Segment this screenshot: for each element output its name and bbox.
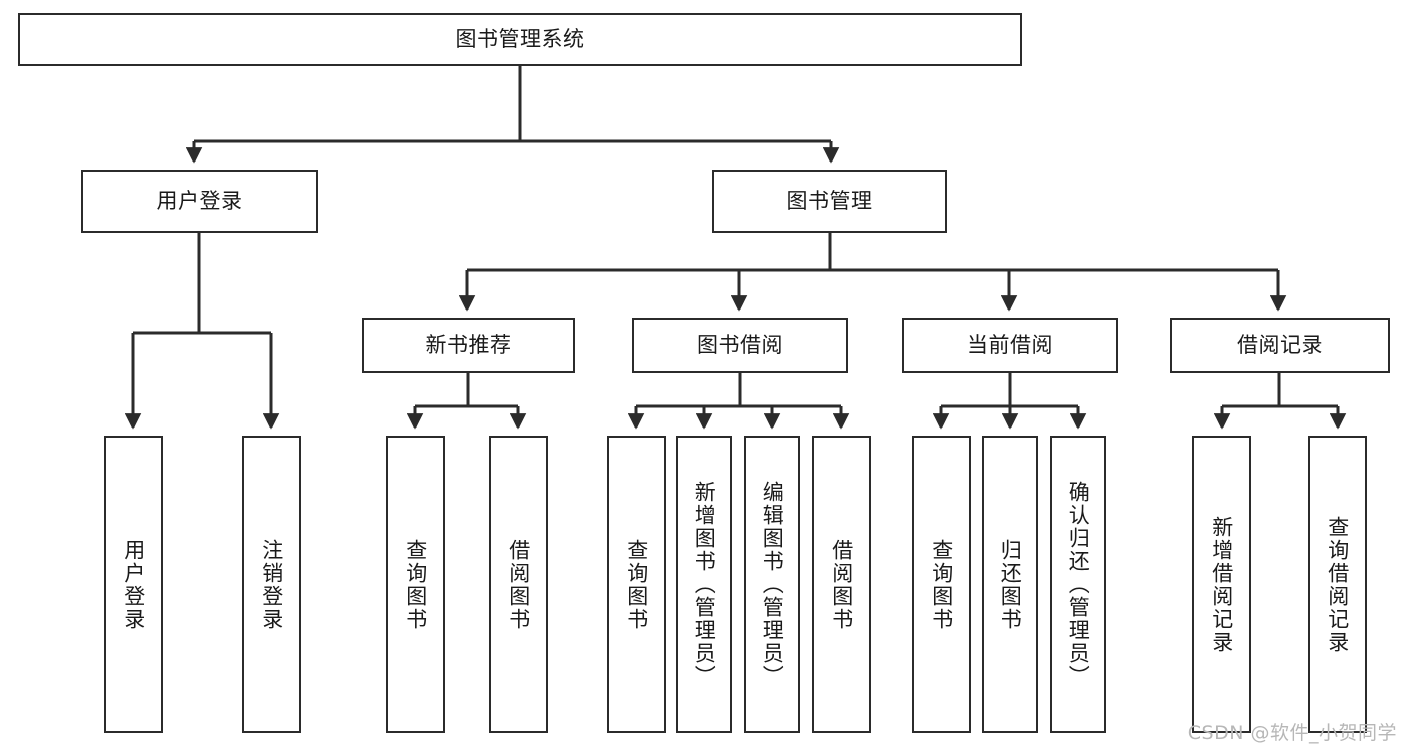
node-leaf-return-book-label: 归还图书 <box>998 538 1023 631</box>
node-leaf-query-book-3[interactable]: 查询图书 <box>912 436 971 733</box>
node-leaf-add-book[interactable]: 新增图书（管理员） <box>676 436 732 733</box>
node-leaf-user-login[interactable]: 用户登录 <box>104 436 163 733</box>
node-leaf-query-record[interactable]: 查询借阅记录 <box>1308 436 1367 733</box>
node-new-book-rec[interactable]: 新书推荐 <box>362 318 575 373</box>
node-book-manage-label: 图书管理 <box>786 189 873 214</box>
node-new-book-rec-label: 新书推荐 <box>425 333 512 358</box>
node-root-label: 图书管理系统 <box>455 27 585 52</box>
node-leaf-edit-book[interactable]: 编辑图书（管理员） <box>744 436 800 733</box>
node-book-borrow[interactable]: 图书借阅 <box>632 318 848 373</box>
node-leaf-return-book[interactable]: 归还图书 <box>982 436 1038 733</box>
node-leaf-user-logout[interactable]: 注销登录 <box>242 436 301 733</box>
node-borrow-record-label: 借阅记录 <box>1237 333 1323 358</box>
node-leaf-query-book-2-label: 查询图书 <box>624 538 649 631</box>
node-leaf-query-book-3-label: 查询图书 <box>929 538 954 631</box>
node-user-login[interactable]: 用户登录 <box>81 170 318 233</box>
node-book-manage[interactable]: 图书管理 <box>712 170 947 233</box>
node-leaf-add-record[interactable]: 新增借阅记录 <box>1192 436 1251 733</box>
node-borrow-record[interactable]: 借阅记录 <box>1170 318 1390 373</box>
node-root[interactable]: 图书管理系统 <box>18 13 1022 66</box>
node-leaf-query-book-2[interactable]: 查询图书 <box>607 436 666 733</box>
node-leaf-borrow-book-2[interactable]: 借阅图书 <box>812 436 871 733</box>
node-leaf-query-record-label: 查询借阅记录 <box>1325 515 1350 654</box>
node-book-borrow-label: 图书借阅 <box>697 333 783 358</box>
node-leaf-query-book-1[interactable]: 查询图书 <box>386 436 445 733</box>
node-leaf-user-login-label: 用户登录 <box>121 538 146 631</box>
node-leaf-query-book-1-label: 查询图书 <box>403 538 428 631</box>
node-leaf-borrow-book-1-label: 借阅图书 <box>506 538 531 631</box>
node-leaf-add-record-label: 新增借阅记录 <box>1209 515 1234 654</box>
node-leaf-add-book-label: 新增图书（管理员） <box>692 481 717 688</box>
node-leaf-confirm-return[interactable]: 确认归还（管理员） <box>1050 436 1106 733</box>
node-leaf-confirm-return-label: 确认归还（管理员） <box>1066 481 1091 688</box>
node-leaf-edit-book-label: 编辑图书（管理员） <box>760 481 785 688</box>
node-leaf-borrow-book-1[interactable]: 借阅图书 <box>489 436 548 733</box>
csdn-watermark: CSDN @软件_小贺同学 <box>1187 722 1397 744</box>
node-leaf-borrow-book-2-label: 借阅图书 <box>829 538 854 631</box>
node-leaf-user-logout-label: 注销登录 <box>259 538 284 631</box>
node-current-borrow-label: 当前借阅 <box>967 333 1053 358</box>
node-current-borrow[interactable]: 当前借阅 <box>902 318 1118 373</box>
node-user-login-label: 用户登录 <box>156 189 243 214</box>
